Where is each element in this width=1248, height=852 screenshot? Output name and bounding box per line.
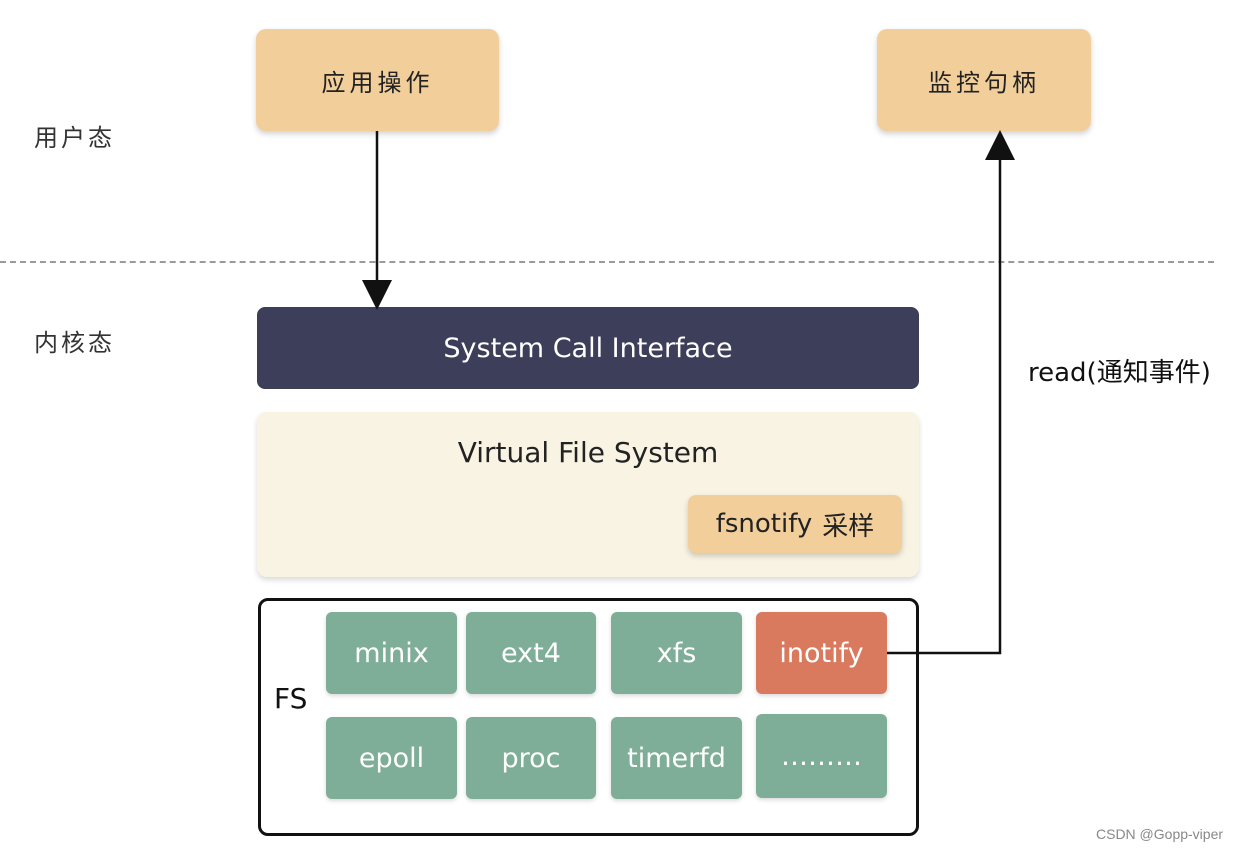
fs-chip-timerfd: timerfd: [611, 717, 742, 799]
fs-container: [258, 598, 919, 836]
watermark: CSDN @Gopp-viper: [1096, 826, 1224, 842]
fsnotify-label: fsnotify: [715, 509, 813, 539]
read-edge-label: read(通知事件): [1028, 358, 1211, 388]
virtual-file-system-box: Virtual File System fsnotify 采样: [257, 412, 919, 577]
fs-chip-proc: proc: [466, 717, 596, 799]
inotify-to-handle-arrow: [887, 130, 1015, 655]
user-kernel-divider: [0, 261, 1214, 263]
fs-chip-xfs: xfs: [611, 612, 742, 694]
vfs-title: Virtual File System: [457, 436, 719, 469]
fs-chip-more: ………: [756, 714, 887, 798]
app-operation-box: 应用操作: [256, 29, 499, 131]
kernel-space-label: 内核态: [34, 329, 115, 357]
fsnotify-sampling-label: 采样: [822, 511, 875, 542]
monitor-handle-box: 监控句柄: [877, 29, 1091, 131]
system-call-interface-box: System Call Interface: [257, 307, 919, 389]
fsnotify-box: fsnotify 采样: [688, 495, 902, 553]
fs-label: FS: [274, 682, 308, 715]
fs-chip-inotify: inotify: [756, 612, 887, 694]
fs-chip-minix: minix: [326, 612, 457, 694]
fs-chip-epoll: epoll: [326, 717, 457, 799]
user-space-label: 用户态: [34, 124, 115, 152]
fs-chip-ext4: ext4: [466, 612, 596, 694]
